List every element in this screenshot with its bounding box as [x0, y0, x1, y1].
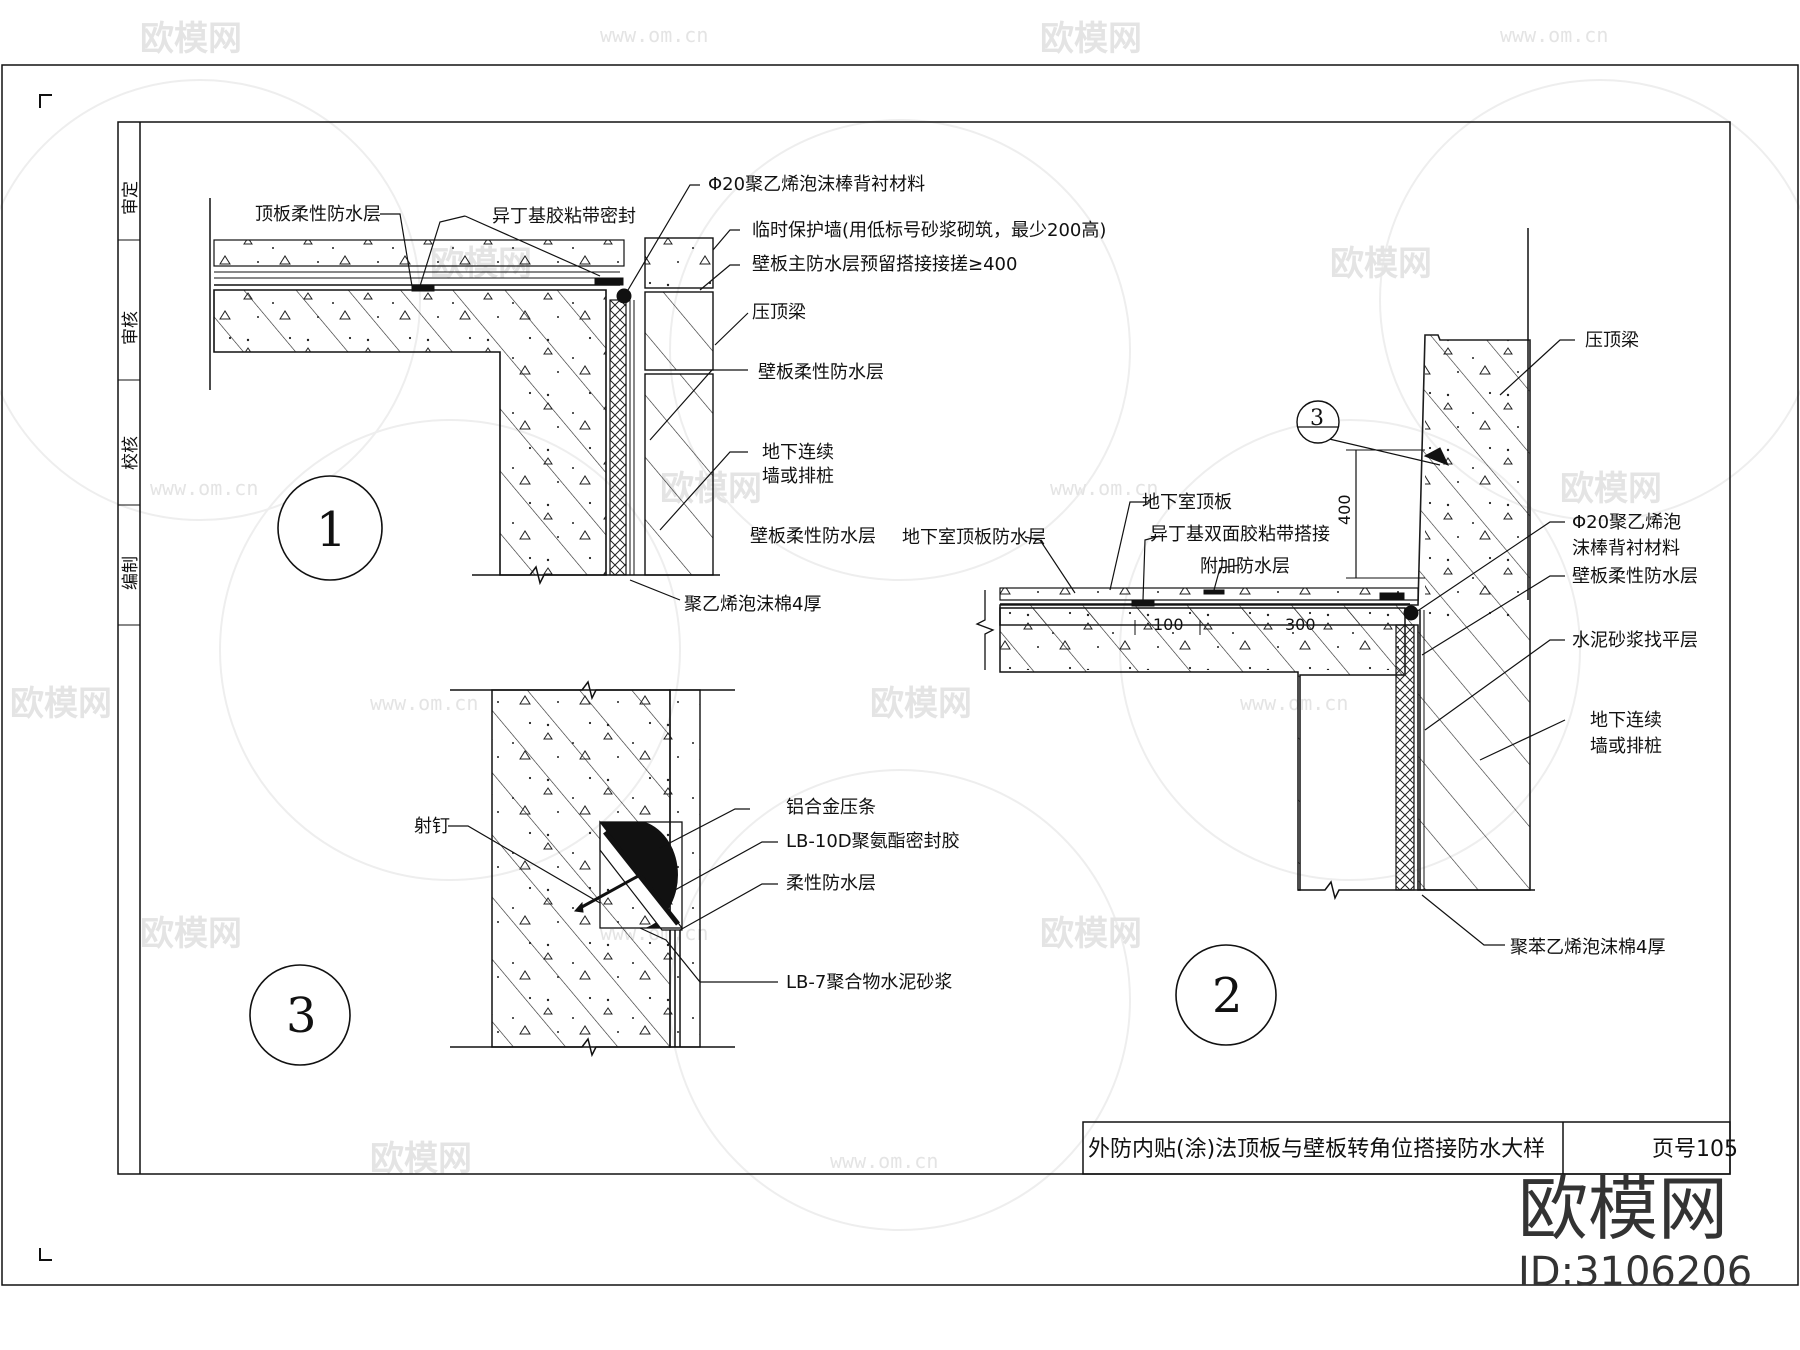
- watermark-brand: 欧模网: [1560, 469, 1662, 509]
- watermark-brand: 欧模网: [370, 1139, 472, 1179]
- watermark-brand: 欧模网: [1330, 244, 1432, 284]
- stamp-check: 校核: [121, 436, 141, 470]
- label-diaphragm-line1: 地下连续: [1590, 710, 1662, 731]
- site-logo: 欧模网 ID:3106206: [1518, 1168, 1752, 1295]
- drawing-frame: [1, 64, 1799, 1286]
- watermark-brand: 欧模网: [1040, 914, 1142, 954]
- watermark-brand: 欧模网: [10, 684, 112, 724]
- label-coping-beam: 压顶梁: [1585, 330, 1639, 351]
- watermark-brand: 欧模网: [870, 684, 972, 724]
- label-backer-rod: Φ20聚乙烯泡沫棒背衬材料: [1572, 512, 1681, 559]
- watermark-url: www.om.cn: [1050, 476, 1158, 500]
- dim-300: 300: [1285, 615, 1316, 634]
- watermark-url: www.om.cn: [150, 476, 258, 500]
- label-lap-note: 壁板主防水层预留搭接接搓≥400: [752, 254, 1017, 275]
- logo-brand: 欧模网: [1518, 1168, 1728, 1250]
- detail-number: 3: [286, 988, 317, 1044]
- label-mortar: LB-7聚合物水泥砂浆: [786, 972, 952, 993]
- label-backer-rod-line2: 沫棒背衬材料: [1572, 538, 1680, 559]
- dim-100: 100: [1153, 615, 1184, 634]
- label-roof-membrane: 顶板柔性防水层: [255, 204, 381, 225]
- label-temp-wall: 临时保护墙(用低标号砂浆砌筑，最少200高): [752, 220, 1106, 241]
- label-basement-roof: 地下室顶板: [1142, 492, 1232, 513]
- label-wall-membrane: 壁板柔性防水层: [750, 526, 876, 547]
- drawing-title: 外防内贴(涂)法顶板与壁板转角位搭接防水大样: [1088, 1137, 1545, 1162]
- watermark-brand: 欧模网: [140, 19, 242, 59]
- watermark-url: www.om.cn: [830, 1149, 938, 1173]
- label-coping-beam: 压顶梁: [752, 302, 806, 323]
- title-block: [1082, 1121, 1731, 1175]
- label-pe-foam: 聚乙烯泡沫棉4厚: [684, 594, 821, 615]
- label-nail: 射钉: [414, 816, 450, 837]
- watermark-url: www.om.cn: [600, 23, 708, 47]
- label-diaphragm-line1: 地下连续: [762, 442, 834, 463]
- label-diaphragm-line2: 墙或排桩: [1590, 736, 1662, 757]
- label-wall-membrane: 壁板柔性防水层: [1572, 566, 1698, 587]
- detail-2: [975, 228, 1575, 1046]
- stamp-draft: 编制: [121, 556, 141, 590]
- label-extra-layer: 附加防水层: [1200, 556, 1290, 577]
- detail-number: 2: [1212, 968, 1243, 1024]
- watermark-url: www.om.cn: [1500, 23, 1608, 47]
- watermark-url: www.om.cn: [1240, 691, 1348, 715]
- label-ps-foam: 聚苯乙烯泡沫棉4厚: [1510, 937, 1665, 958]
- label-wall-membrane: 壁板柔性防水层: [758, 362, 884, 383]
- detail-3: [249, 680, 778, 1066]
- label-diaphragm-wall: 地下连续墙或排桩: [1590, 710, 1662, 757]
- label-diaphragm-wall: 地下连续墙或排桩: [762, 442, 834, 487]
- label-sealant: LB-10D聚氨酯密封胶: [786, 831, 960, 852]
- side-stamp: 审定 审核 校核 编制: [118, 181, 141, 626]
- label-backer-rod: Φ20聚乙烯泡沫棒背衬材料: [708, 174, 925, 195]
- label-butyl-tape: 异丁基双面胶粘带搭接: [1150, 524, 1330, 545]
- watermark-url: www.om.cn: [370, 691, 478, 715]
- label-membrane: 柔性防水层: [786, 873, 876, 894]
- ref-mark-number: 3: [1310, 406, 1324, 431]
- dim-height: 400: [1335, 494, 1354, 525]
- label-backer-rod-line1: Φ20聚乙烯泡: [1572, 512, 1681, 533]
- label-al-strip: 铝合金压条: [786, 797, 876, 818]
- stamp-approve: 审定: [121, 181, 141, 215]
- label-butyl-tape: 异丁基胶粘带密封: [492, 206, 636, 227]
- watermark-brand: 欧模网: [140, 914, 242, 954]
- logo-id: ID:3106206: [1518, 1249, 1752, 1295]
- detail-1: [209, 184, 749, 601]
- label-diaphragm-line2: 墙或排桩: [762, 466, 834, 487]
- watermark-brand: 欧模网: [1040, 19, 1142, 59]
- stamp-review: 审核: [121, 311, 141, 345]
- detail-number: 1: [316, 502, 347, 558]
- label-screed: 水泥砂浆找平层: [1572, 630, 1698, 651]
- label-roof-membrane: 地下室顶板防水层: [902, 527, 1046, 548]
- page-number: 页号105: [1652, 1137, 1738, 1162]
